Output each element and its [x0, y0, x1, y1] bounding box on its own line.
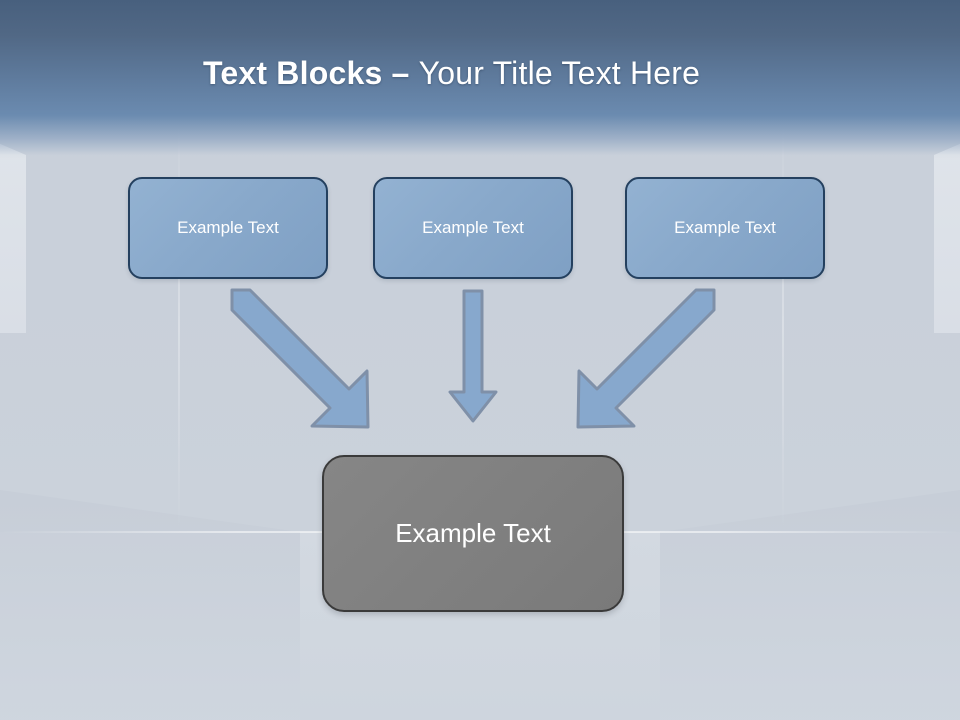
- result-box-label: Example Text: [395, 518, 551, 548]
- source-box-3-label: Example Text: [674, 218, 776, 237]
- result-box[interactable]: Example Text: [322, 455, 624, 612]
- source-box-1[interactable]: Example Text: [128, 177, 328, 279]
- arrow-middle: [448, 289, 498, 423]
- title-banner: [0, 0, 960, 160]
- source-box-1-label: Example Text: [177, 218, 279, 237]
- page-title: Text Blocks – Your Title Text Here: [203, 53, 700, 93]
- source-box-3[interactable]: Example Text: [625, 177, 825, 279]
- page-title-bold: Text Blocks –: [203, 55, 419, 91]
- page-title-light: Your Title Text Here: [418, 55, 701, 91]
- arrow-right: [576, 288, 716, 429]
- source-box-2[interactable]: Example Text: [373, 177, 573, 279]
- arrow-left: [230, 288, 370, 429]
- source-box-2-label: Example Text: [422, 218, 524, 237]
